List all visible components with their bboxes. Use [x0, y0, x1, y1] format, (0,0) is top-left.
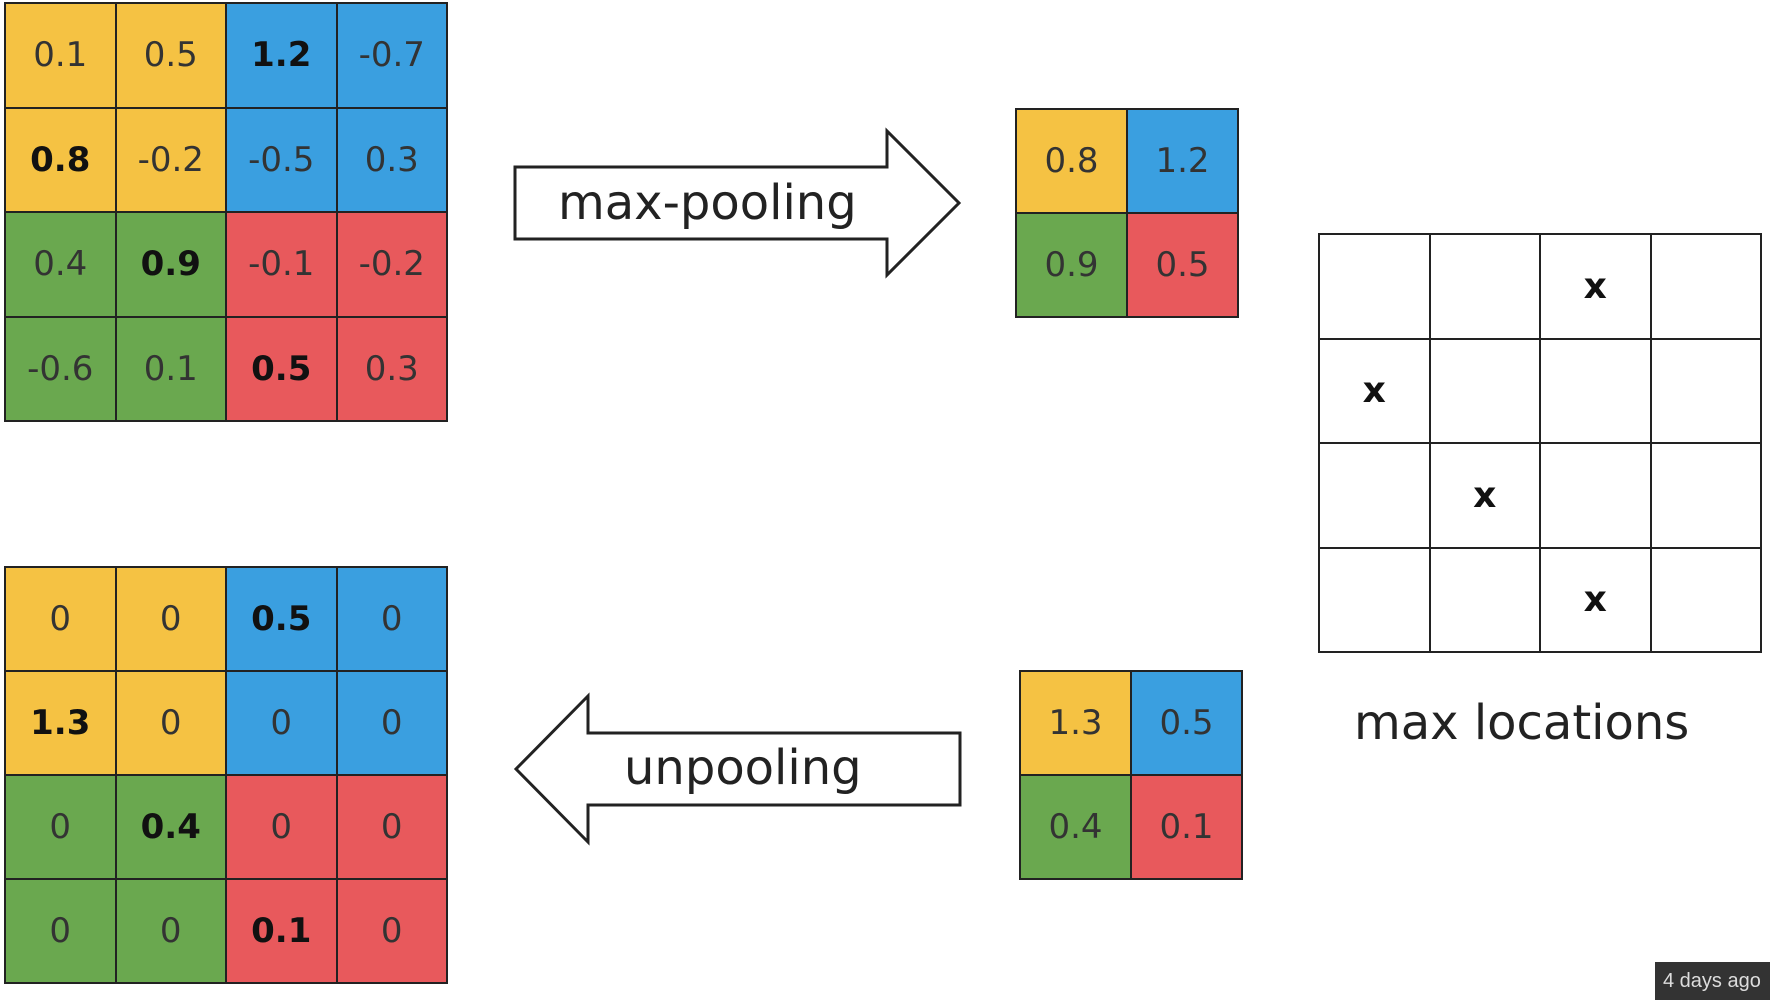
input-cell: 0.1	[6, 4, 115, 107]
input-cell: -0.7	[337, 4, 446, 107]
output-cell: 0	[337, 568, 446, 670]
max-location-marker: x	[1541, 548, 1650, 651]
max-location-marker: x	[1320, 339, 1429, 442]
input-cell: -0.2	[337, 213, 446, 316]
max-location-cell	[1320, 548, 1429, 651]
pooled-cell: 0.9	[1017, 214, 1126, 316]
max-location-cell	[1651, 339, 1760, 442]
max-pooling-label: max-pooling	[558, 175, 857, 231]
max-location-cell	[1320, 444, 1429, 547]
input-cell: 0.1	[116, 317, 225, 420]
max-location-cell	[1651, 444, 1760, 547]
max-location-marker: x	[1430, 444, 1539, 547]
input-cell: 0.3	[337, 108, 446, 211]
max-location-cell	[1430, 548, 1539, 651]
timestamp-badge: 4 days ago	[1655, 962, 1770, 1000]
output-cell: 0.4	[116, 776, 225, 878]
output-cell: 0	[116, 880, 225, 982]
output-cell: 0	[337, 776, 446, 878]
max-location-cell	[1430, 235, 1539, 338]
unpooling-label: unpooling	[624, 740, 862, 796]
output-cell: 0	[227, 776, 336, 878]
output-cell: 0.1	[227, 880, 336, 982]
output-cell: 0	[227, 672, 336, 774]
unpool-input-cell: 0.1	[1132, 776, 1241, 878]
max-pooling-arrow	[513, 127, 962, 279]
max-location-cell	[1541, 339, 1650, 442]
output-cell: 0	[6, 776, 115, 878]
output-cell: 0	[116, 672, 225, 774]
max-location-cell	[1541, 444, 1650, 547]
pooled-cell: 0.8	[1017, 110, 1126, 212]
output-cell: 0	[6, 880, 115, 982]
input-cell: 0.4	[6, 213, 115, 316]
input-cell: 1.2	[227, 4, 336, 107]
input-cell: 0.3	[337, 317, 446, 420]
max-location-marker: x	[1541, 235, 1650, 338]
input-cell: 0.9	[116, 213, 225, 316]
input-cell: -0.6	[6, 317, 115, 420]
unpooling-arrow	[513, 692, 962, 846]
unpool-input-cell: 0.4	[1021, 776, 1130, 878]
output-cell: 0	[337, 672, 446, 774]
unpool-input-cell: 1.3	[1021, 672, 1130, 774]
max-location-cell	[1320, 235, 1429, 338]
output-cell: 1.3	[6, 672, 115, 774]
max-location-cell	[1651, 548, 1760, 651]
unpool-input-cell: 0.5	[1132, 672, 1241, 774]
input-cell: 0.8	[6, 108, 115, 211]
input-cell: -0.5	[227, 108, 336, 211]
max-location-cell	[1430, 339, 1539, 442]
input-cell: 0.5	[116, 4, 225, 107]
pooled-cell: 0.5	[1128, 214, 1237, 316]
input-cell: -0.2	[116, 108, 225, 211]
max-location-cell	[1651, 235, 1760, 338]
output-cell: 0.5	[227, 568, 336, 670]
output-cell: 0	[337, 880, 446, 982]
output-cell: 0	[6, 568, 115, 670]
pooled-cell: 1.2	[1128, 110, 1237, 212]
max-locations-caption: max locations	[1354, 695, 1690, 751]
input-cell: -0.1	[227, 213, 336, 316]
output-cell: 0	[116, 568, 225, 670]
input-cell: 0.5	[227, 317, 336, 420]
